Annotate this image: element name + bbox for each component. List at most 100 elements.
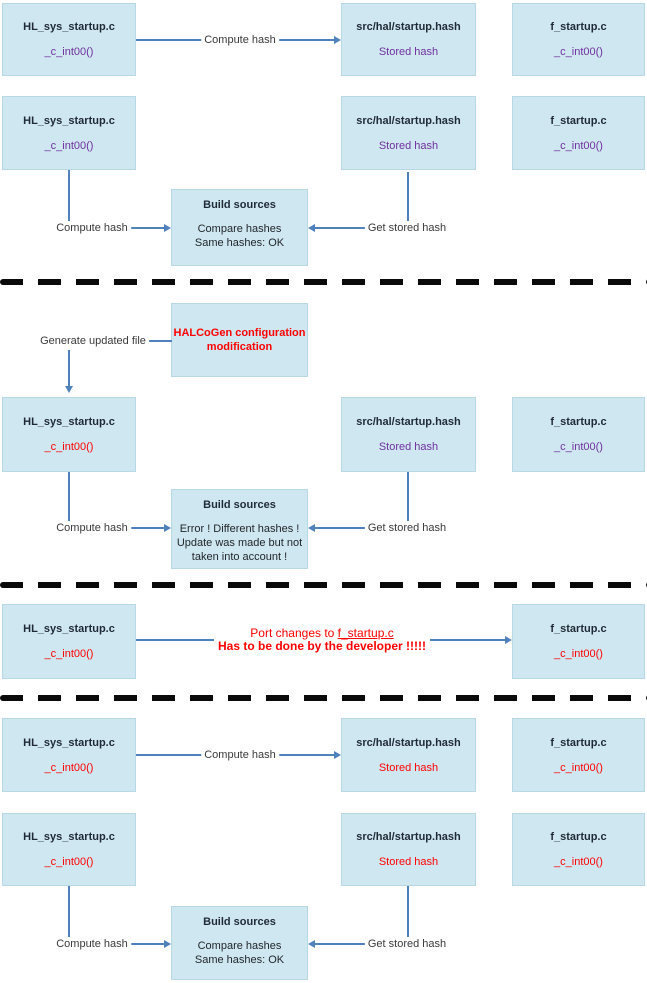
file-box-startup-hash: src/hal/startup.hash Stored hash xyxy=(341,3,476,76)
arrow-down-icon xyxy=(65,386,73,393)
build-box-line: Update was made but not xyxy=(176,537,303,549)
file-box-hl-startup: HL_sys_startup.c _c_int00() xyxy=(2,96,136,170)
arrow-left-icon xyxy=(308,940,315,948)
get-stored-hash-line xyxy=(315,943,367,945)
file-subtitle: _c_int00() xyxy=(554,441,603,453)
compute-hash-line xyxy=(128,527,164,529)
get-stored-hash-label: Get stored hash xyxy=(364,938,450,950)
build-box-title: Build sources xyxy=(203,499,276,511)
arrow-right-icon xyxy=(164,940,171,948)
file-subtitle: Stored hash xyxy=(378,139,439,152)
compute-hash-label: Compute hash xyxy=(53,938,131,950)
halcogen-modification-box: HALCoGen configuration modification xyxy=(171,303,308,377)
file-box-startup-hash: src/hal/startup.hash Stored hash xyxy=(341,813,476,886)
build-sources-box: Build sources Compare hashes Same hashes… xyxy=(171,189,308,266)
file-subtitle: _c_int00() xyxy=(44,856,94,868)
compute-hash-line xyxy=(128,227,164,229)
file-title: src/hal/startup.hash xyxy=(356,736,461,749)
build-box-line: Same hashes: OK xyxy=(194,237,285,249)
file-subtitle: Stored hash xyxy=(378,761,439,774)
get-stored-hash-line xyxy=(315,527,367,529)
file-subtitle: _c_int00() xyxy=(44,441,94,453)
get-stored-hash-label: Get stored hash xyxy=(364,222,450,234)
arrow-left-icon xyxy=(308,224,315,232)
build-box-line: Same hashes: OK xyxy=(194,954,285,966)
build-box-title: Build sources xyxy=(203,199,276,211)
file-box-f-startup: f_startup.c _c_int00() xyxy=(512,813,645,886)
file-box-startup-hash: src/hal/startup.hash Stored hash xyxy=(341,718,476,792)
file-box-f-startup: f_startup.c _c_int00() xyxy=(512,397,645,472)
arrow-right-icon xyxy=(505,636,512,644)
file-subtitle: _c_int00() xyxy=(44,761,94,774)
file-box-f-startup: f_startup.c _c_int00() xyxy=(512,3,645,76)
port-changes-line2: Has to be done by the developer !!!!! xyxy=(217,639,427,653)
arrow-right-icon xyxy=(164,224,171,232)
file-title: f_startup.c xyxy=(550,831,607,843)
file-title: HL_sys_startup.c xyxy=(23,21,115,33)
halcogen-line: HALCoGen configuration xyxy=(173,327,306,339)
connector-line xyxy=(68,886,70,937)
build-box-line: Compare hashes xyxy=(197,940,282,952)
file-title: src/hal/startup.hash xyxy=(356,114,461,127)
connector-line xyxy=(68,170,70,221)
file-box-startup-hash: src/hal/startup.hash Stored hash xyxy=(341,397,476,472)
file-title: f_startup.c xyxy=(550,114,607,127)
connector-line xyxy=(407,886,409,937)
compute-hash-line xyxy=(128,943,164,945)
file-subtitle: _c_int00() xyxy=(44,139,94,152)
dashed-separator xyxy=(0,279,647,285)
file-subtitle: _c_int00() xyxy=(554,139,603,152)
arrow-right-icon xyxy=(334,36,341,44)
file-subtitle: _c_int00() xyxy=(44,648,94,660)
file-title: f_startup.c xyxy=(550,416,607,428)
file-title: HL_sys_startup.c xyxy=(23,831,115,843)
file-box-hl-startup: HL_sys_startup.c _c_int00() xyxy=(2,397,136,472)
build-box-line: Compare hashes xyxy=(197,223,282,235)
file-title: HL_sys_startup.c xyxy=(23,416,115,428)
compute-hash-label: Compute hash xyxy=(53,222,131,234)
get-stored-hash-line xyxy=(315,227,367,229)
file-box-f-startup: f_startup.c _c_int00() xyxy=(512,718,645,792)
arrow-right-icon xyxy=(164,524,171,532)
file-subtitle: _c_int00() xyxy=(44,46,94,58)
file-box-f-startup: f_startup.c _c_int00() xyxy=(512,604,645,679)
file-title: f_startup.c xyxy=(550,736,607,749)
file-subtitle: Stored hash xyxy=(378,856,439,868)
file-box-startup-hash: src/hal/startup.hash Stored hash xyxy=(341,96,476,170)
file-box-hl-startup: HL_sys_startup.c _c_int00() xyxy=(2,3,136,76)
file-title: HL_sys_startup.c xyxy=(23,114,115,127)
compute-hash-label: Compute hash xyxy=(201,34,279,46)
connector-line xyxy=(407,172,409,221)
arrow-right-icon xyxy=(334,751,341,759)
file-box-hl-startup: HL_sys_startup.c _c_int00() xyxy=(2,813,136,886)
generate-file-vline xyxy=(68,350,70,387)
compute-hash-label: Compute hash xyxy=(53,522,131,534)
file-title: src/hal/startup.hash xyxy=(356,831,461,843)
file-title: f_startup.c xyxy=(550,21,607,33)
arrow-left-icon xyxy=(308,524,315,532)
file-title: src/hal/startup.hash xyxy=(356,21,461,33)
generate-updated-file-label: Generate updated file xyxy=(37,335,149,347)
dashed-separator xyxy=(0,582,647,588)
get-stored-hash-label: Get stored hash xyxy=(364,522,450,534)
port-changes-label: Port changes to f_startup.c Has to be do… xyxy=(213,626,431,653)
file-title: HL_sys_startup.c xyxy=(23,736,115,749)
port-changes-line1: Port changes to f_startup.c xyxy=(250,626,394,640)
file-subtitle: _c_int00() xyxy=(554,761,603,774)
file-subtitle: Stored hash xyxy=(378,46,439,58)
file-box-hl-startup: HL_sys_startup.c _c_int00() xyxy=(2,604,136,679)
file-subtitle: _c_int00() xyxy=(554,46,603,58)
dashed-separator xyxy=(0,695,647,701)
halcogen-line: modification xyxy=(206,341,273,353)
build-sources-error-box: Build sources Error ! Different hashes !… xyxy=(171,489,308,569)
build-box-line: taken into account ! xyxy=(191,551,288,563)
build-sources-box: Build sources Compare hashes Same hashes… xyxy=(171,906,308,980)
file-subtitle: _c_int00() xyxy=(554,648,603,660)
file-title: f_startup.c xyxy=(550,623,607,635)
connector-line xyxy=(407,472,409,521)
build-box-title: Build sources xyxy=(203,916,276,928)
connector-line xyxy=(68,472,70,521)
file-title: HL_sys_startup.c xyxy=(23,623,115,635)
file-subtitle: _c_int00() xyxy=(554,856,603,868)
